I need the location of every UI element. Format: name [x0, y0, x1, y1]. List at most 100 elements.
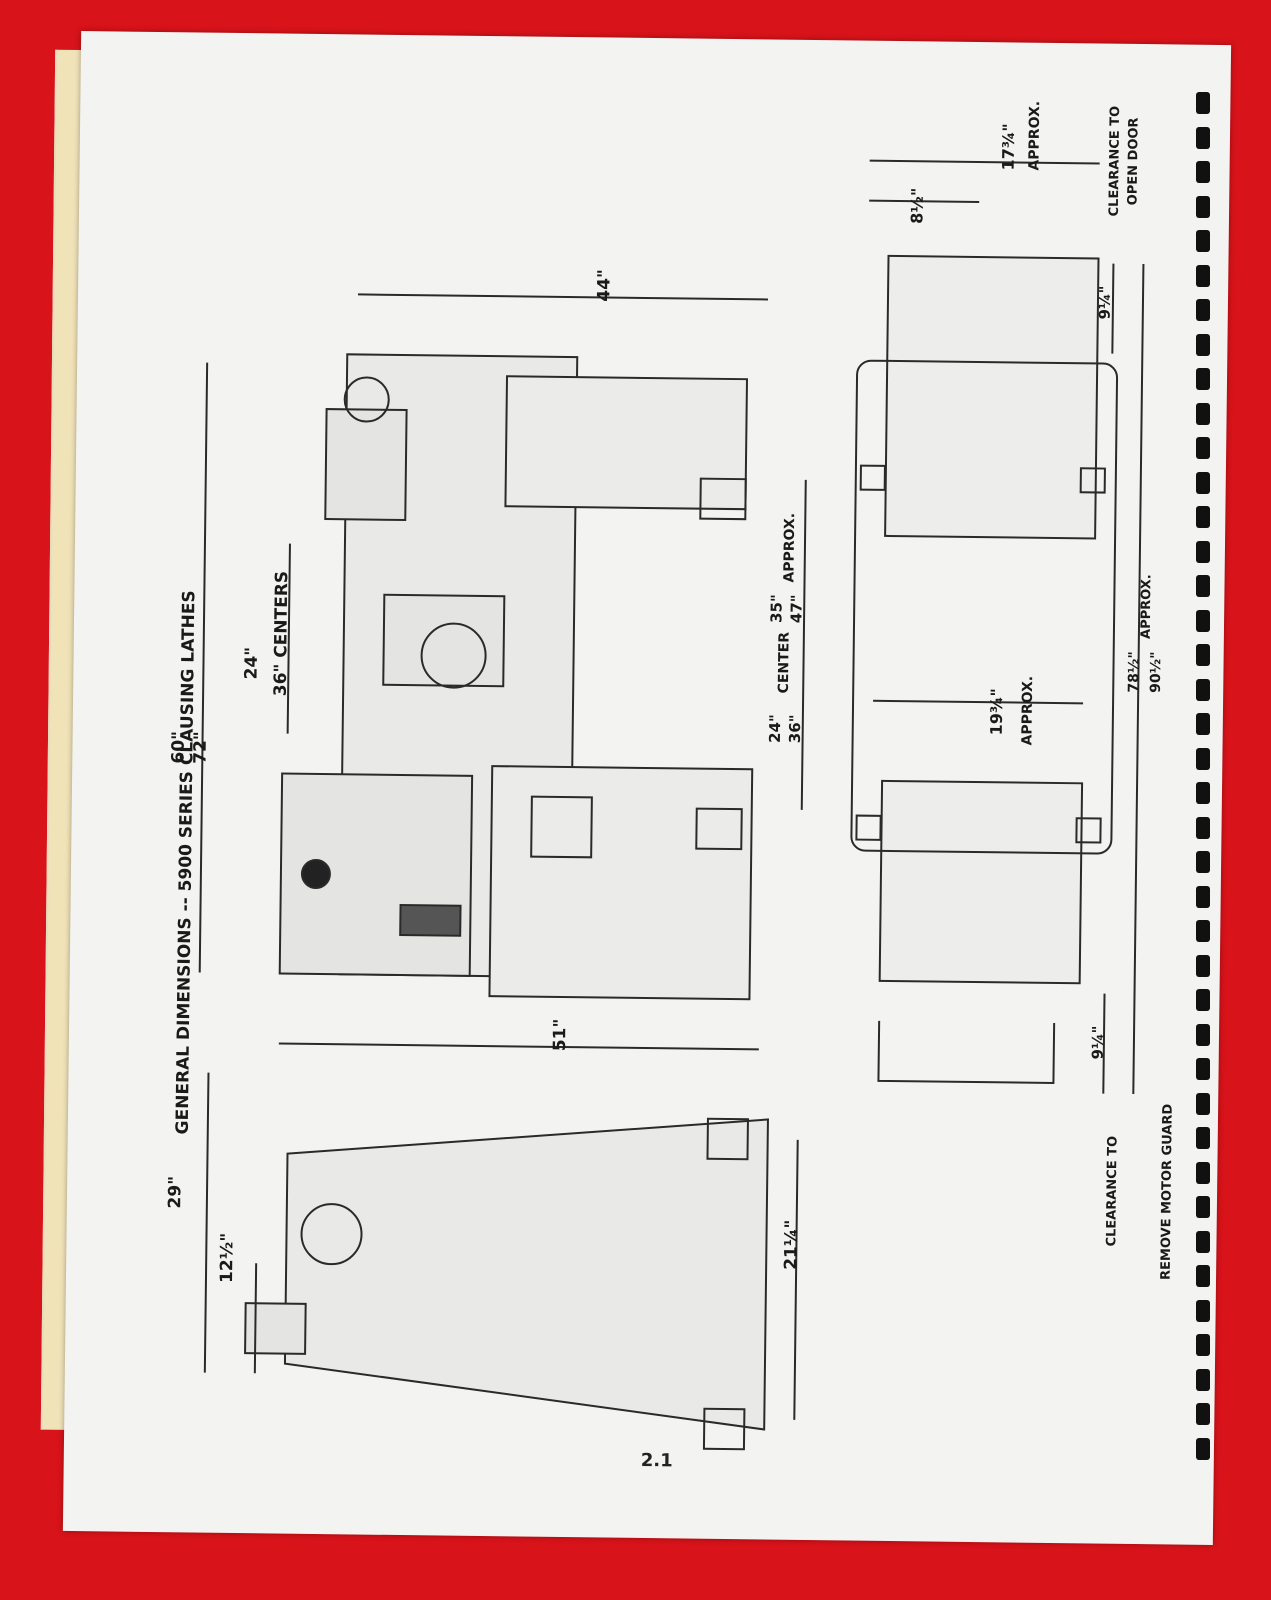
binding-loop — [1196, 782, 1210, 804]
dim-spindle-height-label: 12½" — [216, 1232, 238, 1284]
binding-loop — [1196, 402, 1210, 425]
binding-loop — [1196, 678, 1210, 701]
plan-mount-3 — [855, 814, 882, 841]
dim-line-9-top — [1111, 263, 1115, 354]
bottom-gap-label: 9¼" — [1088, 1025, 1108, 1060]
binding-loop — [1196, 1368, 1210, 1391]
manual-page: GENERAL DIMENSIONS -- 5900 SERIES CLAUSI… — [62, 31, 1232, 1545]
center-c-label: 35" — [767, 594, 786, 624]
dim-line-12 — [253, 1263, 258, 1374]
binding-loop — [1196, 126, 1210, 149]
plan-headstock-cabinet — [878, 779, 1084, 985]
dim-centers-a-label: 24" — [241, 646, 262, 680]
overall-a-label: 78½" — [1125, 651, 1143, 693]
binding-loop — [1196, 92, 1210, 114]
binding-loop — [1196, 885, 1210, 908]
door-approx-label: APPROX. — [1026, 100, 1044, 171]
dim-line-51 — [278, 1042, 759, 1051]
foot-top — [699, 477, 747, 521]
binding-loop — [1196, 1161, 1210, 1184]
dim-height-b-label: 72" — [190, 731, 211, 764]
binding-loop — [1196, 954, 1210, 977]
dim-line-19 — [873, 699, 1084, 705]
center-a-label: 24" — [765, 714, 785, 744]
binding-loop — [1196, 1092, 1210, 1115]
binding-loop — [1196, 1403, 1210, 1425]
dim-length-label: 44" — [594, 269, 615, 302]
headstock-knob-icon — [300, 858, 331, 889]
binding-loop — [1196, 540, 1210, 563]
dim-line-44 — [357, 293, 768, 301]
carriage — [382, 593, 506, 688]
apron-handwheel-icon — [420, 622, 487, 689]
dim-line-60 — [198, 362, 209, 973]
dim-line-21 — [793, 1139, 799, 1420]
binding-loop — [1196, 1058, 1210, 1080]
binding-loop — [1196, 161, 1210, 183]
door-clear-label: 17¾" — [998, 123, 1019, 171]
page-number: 2.1 — [640, 1449, 673, 1472]
binding-loop — [1196, 816, 1210, 839]
binding-loop — [1196, 644, 1210, 666]
plan-chip-pan — [850, 359, 1119, 855]
center-b-label: 36" — [785, 714, 805, 744]
motor-approx-label: APPROX. — [1019, 675, 1037, 746]
center-d-label: 47" — [787, 594, 806, 624]
binding-loop — [1196, 575, 1210, 597]
binding-loop — [1196, 1265, 1210, 1287]
dim-line-9-bottom — [1102, 993, 1106, 1094]
overall-approx-label: APPROX. — [1138, 574, 1155, 640]
dim-centers-b-label: 36" CENTERS — [270, 570, 293, 697]
dimension-drawing — [198, 159, 1145, 1451]
foot-bottom — [695, 807, 743, 851]
binding-loop — [1196, 195, 1210, 218]
binding-loop — [1196, 471, 1210, 494]
center-approx-label: APPROX. — [781, 512, 799, 583]
end-foot-bottom — [702, 1407, 746, 1451]
binding-loop — [1196, 1196, 1210, 1218]
plan-mount-2 — [1079, 467, 1106, 494]
overall-b-label: 90½" — [1147, 651, 1165, 693]
tailstock-cabinet — [504, 375, 749, 511]
binding-loop — [1196, 1437, 1210, 1460]
binding-loop — [1196, 333, 1210, 356]
tailstock — [324, 408, 408, 522]
tailstock-handwheel-icon — [343, 376, 390, 423]
end-view-chuck — [244, 1302, 307, 1355]
binding-loop — [1196, 989, 1210, 1011]
binding-loop — [1196, 368, 1210, 390]
dim-base-label: 51" — [550, 1018, 571, 1052]
dim-line-door — [869, 159, 1100, 165]
door-clearance-label-1: CLEARANCE TO — [1106, 105, 1124, 217]
dim-line-centers — [286, 543, 291, 734]
plan-mount-1 — [859, 464, 886, 491]
binding-loop — [1196, 299, 1210, 321]
door-gap-label: 8½" — [907, 187, 927, 224]
plan-motor-guard — [877, 1020, 1056, 1084]
binding-loop — [1196, 1127, 1210, 1149]
binding-loop — [1196, 230, 1210, 252]
binding-loop — [1196, 747, 1210, 770]
dim-line-29 — [203, 1072, 210, 1373]
binding-loop — [1196, 264, 1210, 287]
top-gap-label: 9¼" — [1095, 285, 1115, 320]
dim-line-8 — [869, 199, 980, 204]
binding-loop — [1196, 609, 1210, 632]
binding-loop — [1196, 851, 1210, 873]
motor-clearance-label-1: CLEARANCE TO — [1104, 1135, 1121, 1247]
binding-loop — [1196, 920, 1210, 942]
dim-height-a-label: 60" — [168, 730, 189, 764]
motor-clearance-label-2: REMOVE MOTOR GUARD — [1158, 1103, 1176, 1281]
dim-end-height-label: 29" — [165, 1175, 186, 1209]
binding-loop — [1196, 1230, 1210, 1253]
binding-loop — [1196, 713, 1210, 735]
dim-line-overall — [1132, 264, 1145, 1094]
headstock-grille — [399, 903, 462, 937]
binding-loop — [1196, 1299, 1210, 1322]
door-clearance-label-2: OPEN DOOR — [1125, 117, 1142, 206]
dim-end-depth-label: 21¼" — [781, 1219, 802, 1270]
dim-line-center — [800, 479, 807, 810]
center-word-label: CENTER — [775, 631, 793, 694]
plan-tailstock-cabinet — [884, 254, 1100, 540]
headstock-cabinet — [488, 765, 754, 1001]
